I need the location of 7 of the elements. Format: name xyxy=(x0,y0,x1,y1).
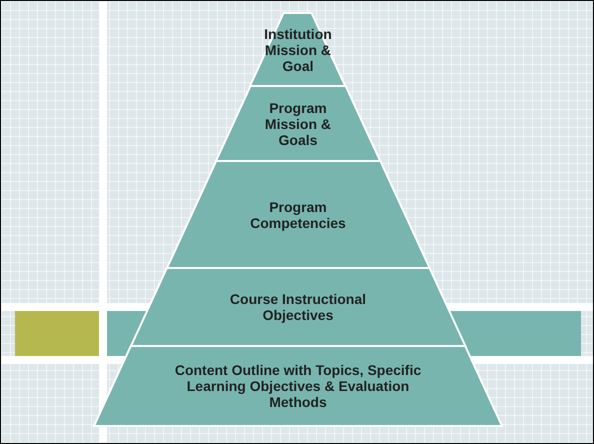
tier-label: Course Instructional Objectives xyxy=(228,291,368,323)
tier-label: Content Outline with Topics, Specific Learning Objectives & Evaluation Methods xyxy=(174,362,422,410)
pyramid-tier xyxy=(130,268,466,346)
pyramid-tier xyxy=(250,13,346,86)
tier-label: Program Mission & Goals xyxy=(264,100,332,148)
tier-label: Program Competencies xyxy=(249,198,347,230)
pyramid-tier xyxy=(94,346,502,426)
